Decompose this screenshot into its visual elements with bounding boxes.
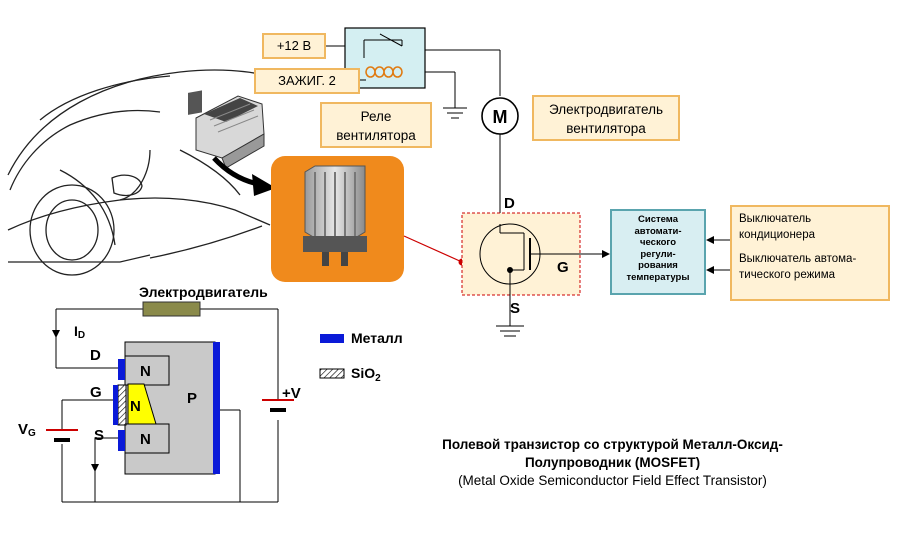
drain-current-label: ID [74, 323, 85, 341]
supply-battery-symbol [262, 399, 294, 412]
source-current-arrow [91, 464, 99, 472]
control-input-arrows [712, 239, 730, 271]
structure-motor [142, 301, 201, 317]
n-drain-label: N [140, 363, 151, 380]
fan-motor-letter: M [493, 107, 508, 127]
drain-n-region [124, 355, 170, 386]
temperature-control-box: Система автомати- ческого регули- ровани… [610, 209, 706, 295]
gate-battery-symbol [46, 429, 78, 442]
pointer-arrowhead [252, 174, 276, 196]
power-transistor-module [271, 156, 404, 282]
substrate-metal [213, 342, 220, 474]
module-link-line [403, 235, 463, 263]
legend-metal-label: Металл [351, 330, 403, 346]
supply-voltage-label: +V [282, 385, 301, 402]
caption-line-1: Полевой транзистор со структурой Металл-… [442, 437, 783, 452]
fan-motor-label-box: Электродвигатель вентилятора [532, 95, 680, 141]
hvac-unit-illustration [188, 90, 265, 169]
gate-metal [113, 385, 118, 425]
diagram-caption: Полевой транзистор со структурой Металл-… [380, 436, 845, 490]
source-ground-symbol [496, 325, 524, 337]
drain-metal [118, 359, 125, 380]
n-channel-label: N [130, 398, 141, 415]
legend-oxide-label: SiO2 [351, 365, 381, 384]
drain-current-arrow [52, 330, 60, 338]
input-arrowhead-1 [706, 236, 714, 244]
structure-drain-label: D [90, 347, 101, 364]
relay-label-box: Реле вентилятора [320, 102, 432, 148]
v12-input-box: +12 В [262, 33, 326, 59]
mosfet-structure-wiring [55, 308, 279, 503]
caption-line-3: (Metal Oxide Semiconductor Field Effect … [458, 473, 767, 488]
gate-arrowhead [602, 250, 610, 258]
gate-voltage-label: VG [18, 421, 36, 439]
channel-n-region [127, 383, 157, 425]
ac-switch-label: Выключатель кондиционера [739, 213, 815, 241]
car-illustration [7, 69, 286, 276]
mosfet-source-label: S [510, 300, 520, 317]
structure-gate-label: G [90, 384, 102, 401]
legend-oxide-swatch [319, 368, 345, 379]
mosfet-junction-dot [507, 267, 513, 273]
mosfet-symbol [479, 223, 608, 285]
input-arrowhead-2 [706, 266, 714, 274]
legend-metal-swatch [320, 334, 344, 343]
mosfet-drain-label: D [504, 195, 515, 212]
mosfet-gate-label: G [557, 259, 569, 276]
ignition-input-box: ЗАЖИГ. 2 [254, 68, 360, 94]
structure-motor-label: Электродвигатель [139, 284, 268, 300]
relay-wiring [326, 45, 501, 119]
auto-mode-switch-label: Выключатель автома- тического режима [739, 253, 857, 281]
structure-source-label: S [94, 427, 104, 444]
n-source-label: N [140, 431, 151, 448]
caption-line-2: Полупроводник (MOSFET) [524, 455, 701, 470]
switch-inputs-box: Выключатель кондиционера Выключатель авт… [730, 205, 890, 301]
p-substrate-label: P [187, 390, 197, 407]
source-metal [118, 430, 125, 451]
oxide-layer [117, 384, 127, 426]
